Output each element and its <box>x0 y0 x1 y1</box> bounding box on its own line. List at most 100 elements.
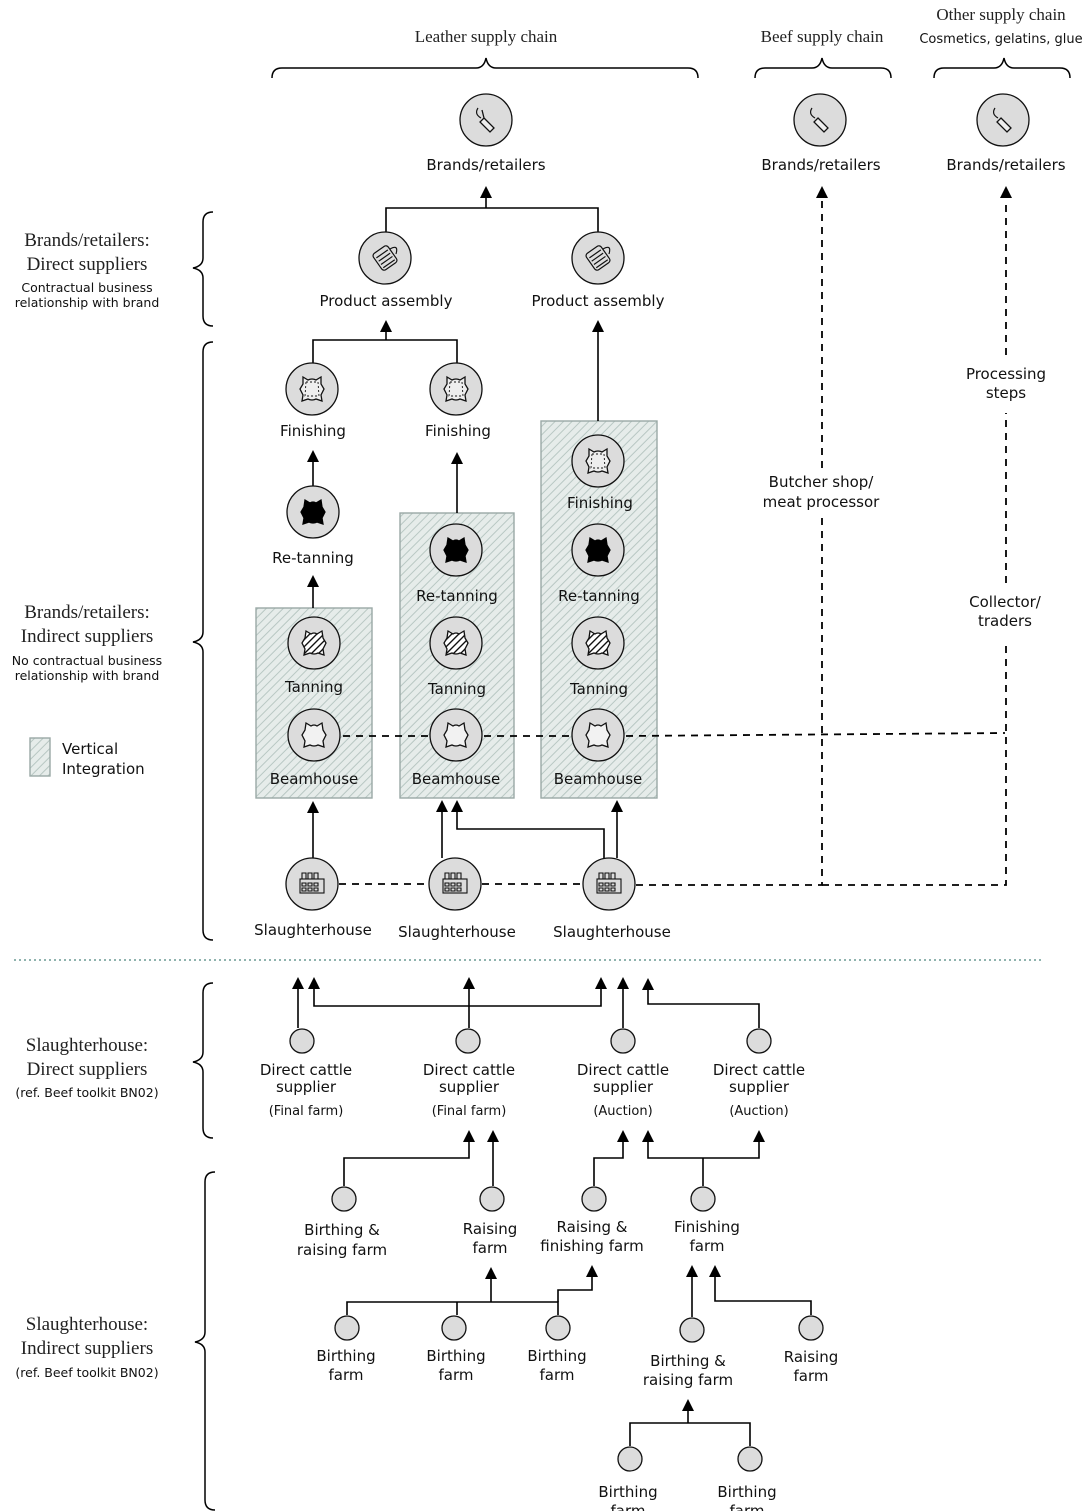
product-assembly-label: Product assembly <box>320 292 453 310</box>
factory-building-icon <box>442 872 468 894</box>
stitched-hide-icon <box>299 375 325 402</box>
legend: Vertical Integration <box>29 737 145 778</box>
tier-brace <box>192 211 214 327</box>
slaughterhouse-node[interactable] <box>285 857 339 911</box>
factory-building-icon <box>299 872 325 894</box>
supplier-type: (Final farm) <box>269 1104 344 1119</box>
supplier-type: (Final farm) <box>432 1104 507 1119</box>
direct-cattle-supplier[interactable]: Direct cattle supplier (Final farm) <box>260 1028 352 1119</box>
farm-label: Raising <box>463 1220 517 1238</box>
tier-note: Contractual business <box>21 280 152 295</box>
farm-label: farm <box>611 1502 646 1511</box>
beamhouse-label: Beamhouse <box>412 770 501 788</box>
supplier-label: Direct cattle <box>423 1061 515 1079</box>
supplier-label: Direct cattle <box>260 1061 352 1079</box>
dashed-flows <box>339 200 1007 886</box>
farm-label: farm <box>690 1237 725 1255</box>
tanning-node[interactable] <box>429 616 483 670</box>
retanning-label: Re-tanning <box>416 587 498 605</box>
stitched-hide-icon <box>585 447 611 474</box>
farm-label: raising farm <box>643 1371 733 1389</box>
tier-brace <box>192 982 214 1139</box>
direct-cattle-supplier[interactable]: Direct cattle supplier (Final farm) <box>423 1028 515 1119</box>
tanning-node[interactable] <box>571 616 625 670</box>
retanning-label: Re-tanning <box>272 549 354 567</box>
brands-label: Brands/retailers <box>761 156 880 174</box>
leather-chain-brace <box>271 57 699 79</box>
brands-node-leather[interactable] <box>459 93 513 147</box>
tanning-label: Tanning <box>284 678 343 696</box>
tier-brand-indirect: Brands/retailers: Indirect suppliers No … <box>12 341 214 941</box>
supplier-label: supplier <box>593 1078 654 1096</box>
tier-note: (ref. Beef toolkit BN02) <box>15 1365 158 1380</box>
product-assembly-node[interactable] <box>571 231 625 285</box>
dark-hide-icon <box>300 498 326 525</box>
striped-hide-icon <box>443 629 469 656</box>
legend-label: Vertical <box>62 740 118 758</box>
collector-label: traders <box>978 612 1032 630</box>
supplier-type: (Auction) <box>593 1104 652 1119</box>
birthing-raising-farm[interactable]: Birthing & raising farm <box>643 1317 733 1389</box>
dark-hide-icon <box>443 536 469 563</box>
birthing-farm[interactable]: Birthing farm <box>316 1315 376 1384</box>
beamhouse-label: Beamhouse <box>554 770 643 788</box>
finishing-farm[interactable]: Finishing farm <box>674 1186 740 1255</box>
tier-note: (ref. Beef toolkit BN02) <box>15 1085 158 1100</box>
tier-title: Brands/retailers: <box>24 230 150 251</box>
brands-label: Brands/retailers <box>946 156 1065 174</box>
tanning-label: Tanning <box>427 680 486 698</box>
legend-label: Integration <box>62 760 145 778</box>
finishing-label: Finishing <box>567 494 633 512</box>
farm-label: raising farm <box>297 1241 387 1259</box>
tier-brand-direct: Brands/retailers: Direct suppliers Contr… <box>15 211 214 327</box>
supplier-label: supplier <box>276 1078 337 1096</box>
other-chain-title: Other supply chain <box>936 5 1066 24</box>
farm-label: Raising <box>784 1348 838 1366</box>
tier-title: Slaughterhouse: <box>26 1314 148 1335</box>
birthing-farm[interactable]: Birthing farm <box>717 1446 777 1511</box>
connectors <box>297 196 812 1446</box>
retanning-node[interactable] <box>286 485 340 539</box>
brands-node-other[interactable] <box>976 93 1030 147</box>
birthing-raising-farm[interactable]: Birthing & raising farm <box>297 1186 387 1259</box>
processing-steps-label: Processing <box>966 365 1046 383</box>
finishing-node[interactable] <box>429 362 483 416</box>
arrowheads <box>292 186 1012 1411</box>
collector-label: Collector/ <box>969 593 1042 611</box>
beamhouse-node[interactable] <box>287 708 341 762</box>
raising-farm[interactable]: Raising farm <box>463 1186 517 1257</box>
farm-label: Birthing <box>598 1483 657 1501</box>
slaughterhouse-label: Slaughterhouse <box>553 923 671 941</box>
beamhouse-node[interactable] <box>429 708 483 762</box>
direct-cattle-supplier[interactable]: Direct cattle supplier (Auction) <box>713 1028 805 1119</box>
price-tag-icon <box>992 107 1012 133</box>
factory-building-icon <box>596 872 622 894</box>
beamhouse-node[interactable] <box>571 708 625 762</box>
tanning-node[interactable] <box>287 616 341 670</box>
direct-cattle-supplier[interactable]: Direct cattle supplier (Auction) <box>577 1028 669 1119</box>
retanning-node[interactable] <box>429 523 483 577</box>
finishing-label: Finishing <box>280 422 346 440</box>
finishing-node[interactable] <box>285 362 339 416</box>
farm-label: farm <box>730 1502 765 1511</box>
tier-title: Brands/retailers: <box>24 602 150 623</box>
striped-hide-icon <box>301 629 327 656</box>
birthing-farm[interactable]: Birthing farm <box>598 1446 658 1511</box>
raising-finishing-farm[interactable]: Raising & finishing farm <box>540 1186 644 1255</box>
butcher-label: meat processor <box>763 493 881 511</box>
finishing-label: Finishing <box>425 422 491 440</box>
brands-node-beef[interactable] <box>793 93 847 147</box>
birthing-farm[interactable]: Birthing farm <box>426 1315 486 1384</box>
raising-farm[interactable]: Raising farm <box>784 1315 838 1385</box>
supplier-label: Direct cattle <box>713 1061 805 1079</box>
product-assembly-node[interactable] <box>358 231 412 285</box>
slaughterhouse-node[interactable] <box>582 857 636 911</box>
retanning-node[interactable] <box>571 523 625 577</box>
product-assembly-label: Product assembly <box>532 292 665 310</box>
farm-label: farm <box>439 1366 474 1384</box>
slaughterhouse-node[interactable] <box>428 857 482 911</box>
finishing-node[interactable] <box>571 434 625 488</box>
butcher-label: Butcher shop/ <box>769 473 875 491</box>
supplier-type: (Auction) <box>729 1104 788 1119</box>
birthing-farm[interactable]: Birthing farm <box>527 1315 587 1384</box>
